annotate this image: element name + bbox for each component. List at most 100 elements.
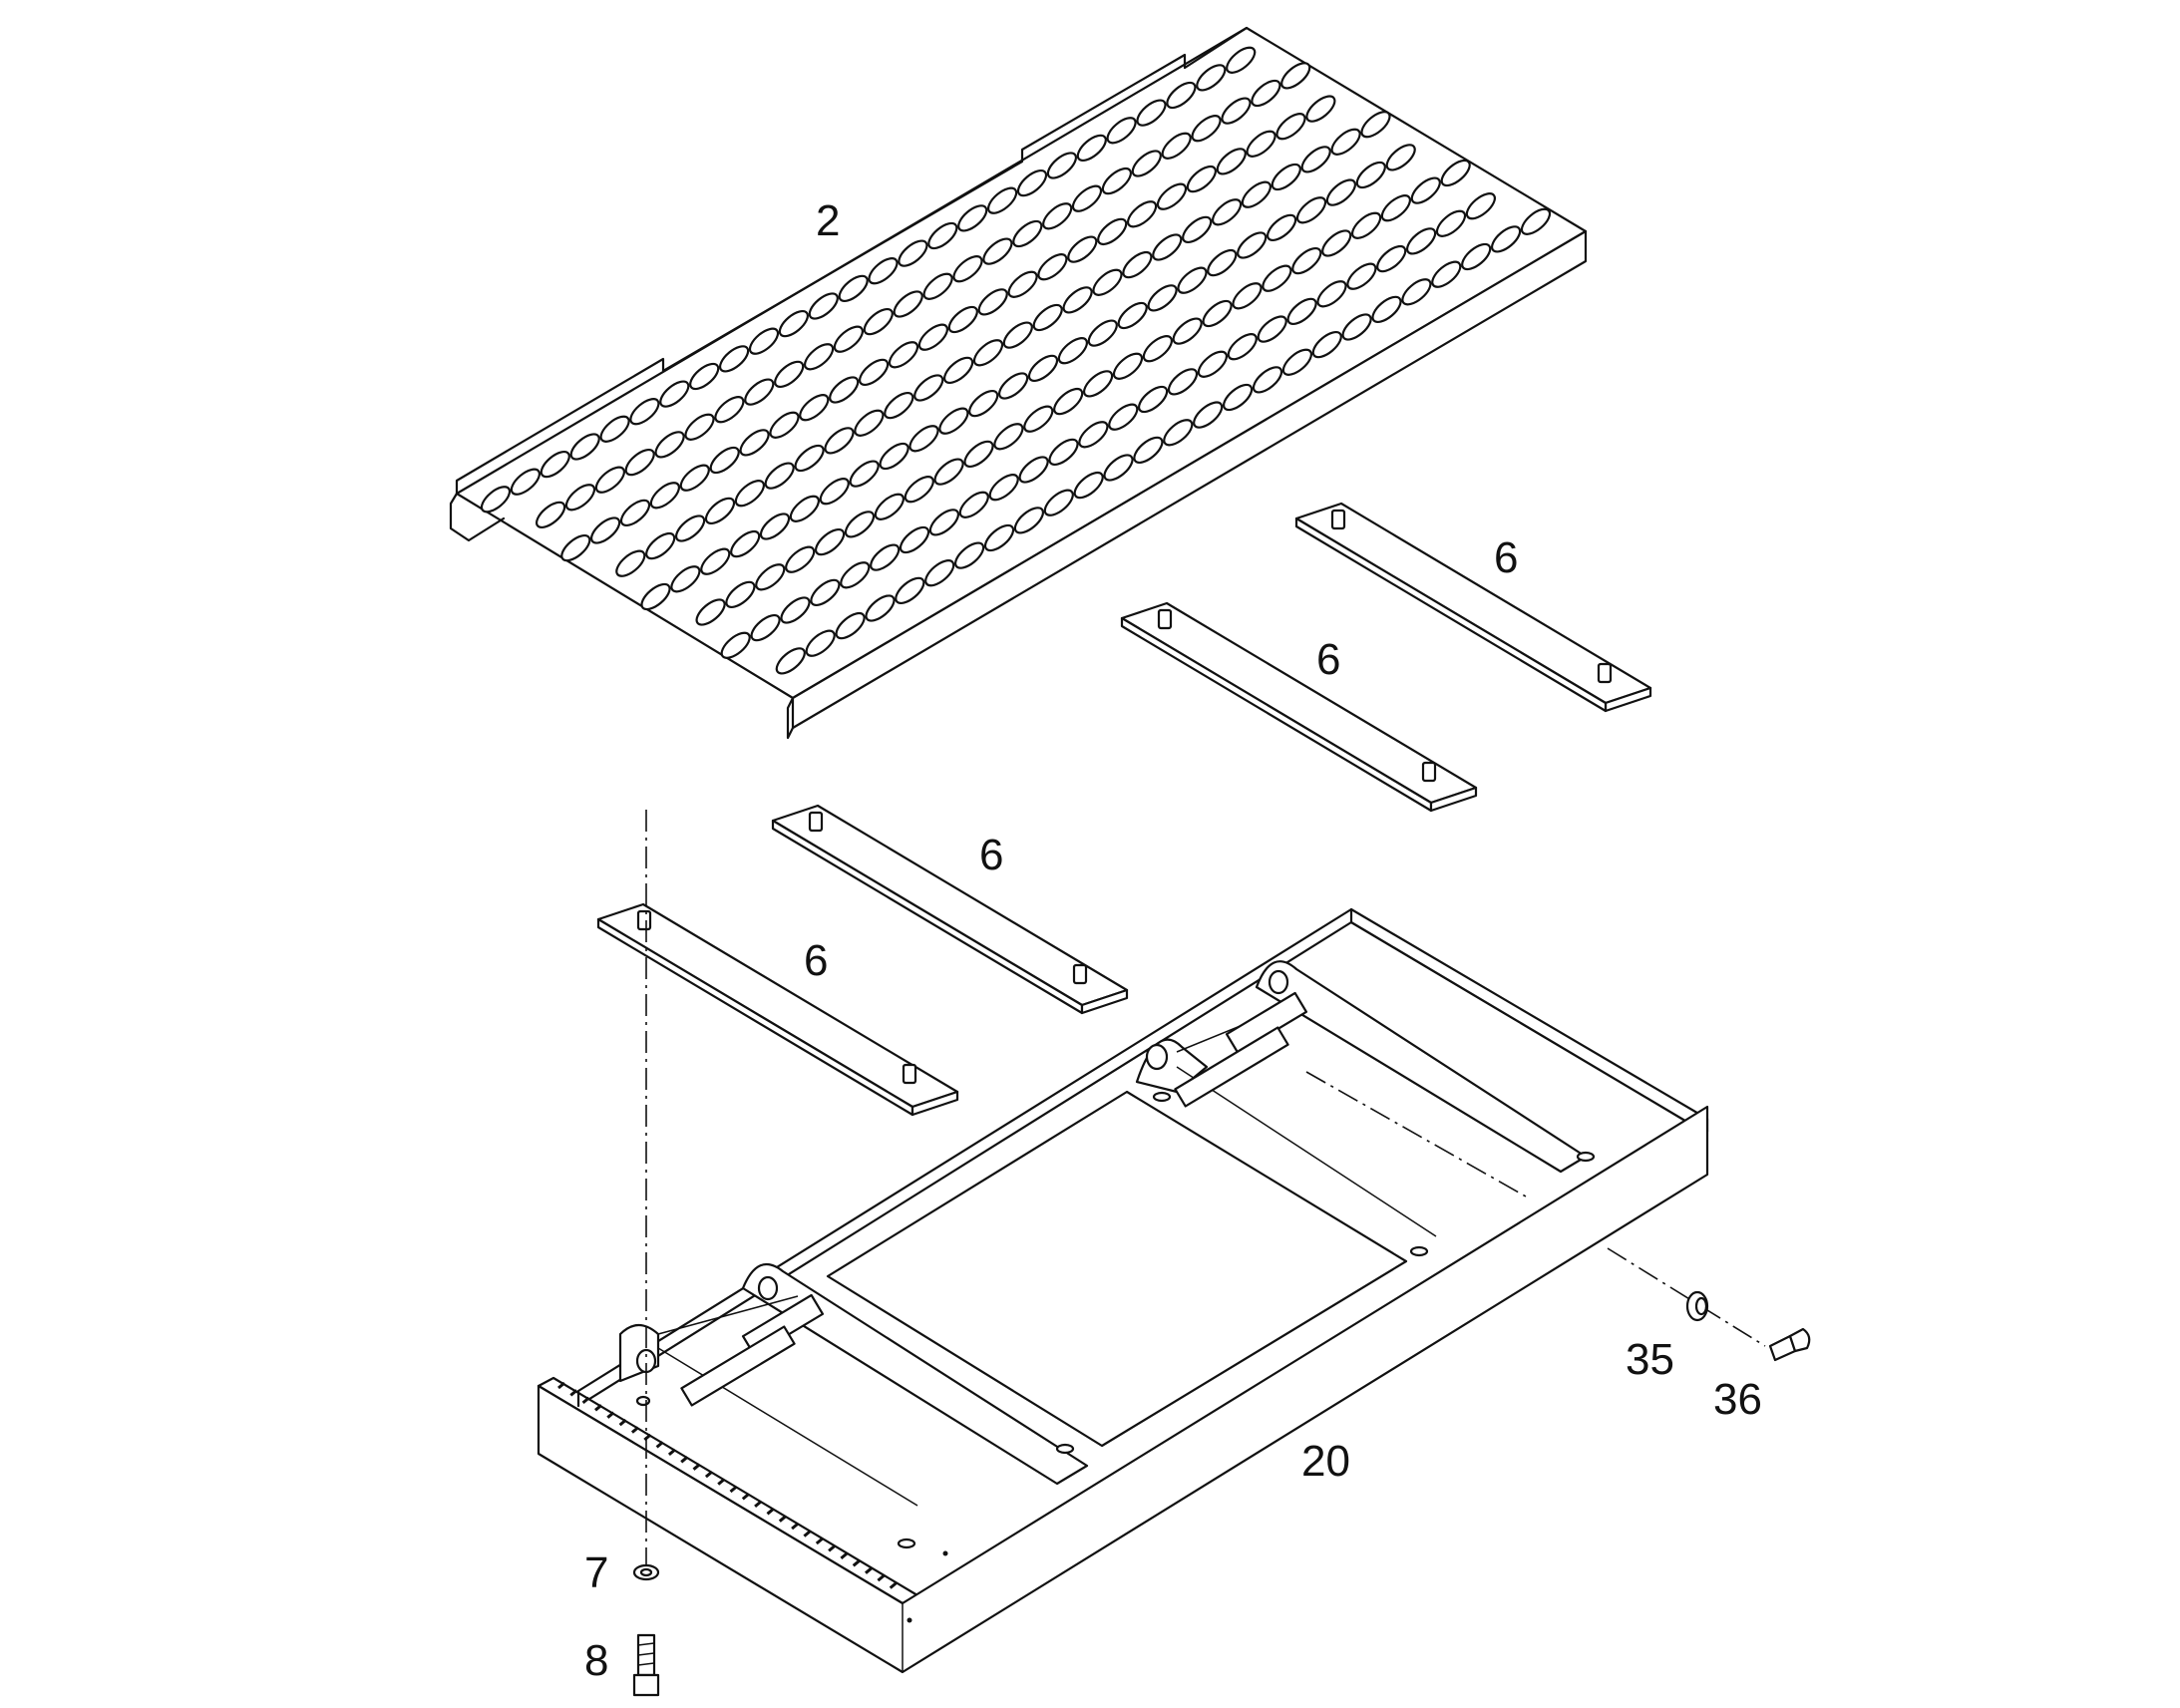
slot-icon	[1409, 1245, 1429, 1257]
perforation-hole	[928, 509, 960, 536]
perforation-hole	[972, 339, 1004, 367]
perforation-hole	[1197, 350, 1229, 378]
perforation-hole	[1073, 471, 1104, 500]
perforation-hole	[986, 186, 1018, 214]
perforation-hole	[1133, 436, 1164, 465]
serration-tooth	[594, 1404, 602, 1412]
bolt-axis-right	[1607, 1247, 1766, 1347]
perforation-hole	[1401, 278, 1432, 306]
perforation-hole	[1300, 146, 1331, 173]
perforation-hole	[1202, 299, 1233, 328]
stud-icon	[1157, 608, 1173, 630]
perforation-hole	[1461, 242, 1492, 271]
perforation-hole	[674, 514, 706, 542]
serration-tooth	[828, 1544, 837, 1552]
perforation-hole	[833, 325, 865, 353]
stud-icon	[1597, 662, 1613, 684]
label-washer-right: 35	[1626, 1335, 1674, 1384]
serration-tooth	[852, 1559, 861, 1567]
serration-tooth	[803, 1530, 812, 1537]
perforation-hole	[1101, 167, 1133, 195]
serration-tooth	[667, 1448, 676, 1457]
step-frame	[537, 907, 1709, 1674]
perforation-hole	[1007, 270, 1038, 298]
serration-tooth	[741, 1493, 750, 1501]
perforation-hole	[1350, 211, 1382, 239]
perforation-hole	[1431, 260, 1462, 288]
perforation-hole	[1002, 321, 1033, 349]
label-bolt-right: 36	[1713, 1375, 1762, 1424]
perforation-hole	[997, 372, 1029, 400]
perforation-hole	[1142, 335, 1174, 363]
perforation-hole	[888, 341, 919, 369]
perforation-hole	[1037, 253, 1068, 281]
perforation-hole	[988, 474, 1019, 502]
perforation-hole	[755, 563, 786, 591]
perforation-hole	[700, 547, 731, 575]
perforation-hole	[1112, 352, 1144, 380]
perforation-hole	[769, 411, 800, 439]
perforation-hole	[759, 512, 791, 540]
perforation-hole	[764, 462, 795, 490]
perforation-hole	[1196, 64, 1227, 92]
perforation-hole	[1465, 192, 1497, 220]
perforation-hole	[1043, 489, 1074, 516]
perforation-hole	[1087, 319, 1118, 347]
perforation-hole	[1222, 383, 1254, 412]
strip-top-right	[1294, 502, 1652, 713]
serration-tooth	[557, 1381, 565, 1390]
perforation-hole	[983, 523, 1015, 552]
serration-tooth	[618, 1418, 627, 1427]
perforation-hole	[599, 415, 630, 443]
perforation-hole	[982, 237, 1013, 265]
perforation-hole	[1321, 229, 1352, 257]
perforation-hole	[829, 376, 860, 404]
perforation-hole	[854, 409, 885, 437]
perforation-hole	[1360, 111, 1391, 139]
frame-serrated-edge	[557, 1381, 898, 1589]
perforation-hole	[629, 398, 660, 426]
grating-perforations	[480, 46, 1552, 675]
perforation-hole	[1117, 301, 1148, 330]
bolt-right	[1768, 1327, 1811, 1362]
perforation-hole	[1281, 348, 1313, 376]
perforation-hole	[963, 440, 994, 469]
serration-tooth	[729, 1485, 738, 1494]
right-bracket	[1135, 960, 1588, 1237]
perforation-hole	[560, 533, 591, 562]
serration-tooth	[766, 1508, 775, 1516]
perforation-hole	[775, 647, 806, 675]
perforation-hole	[1013, 507, 1045, 534]
perforation-hole	[535, 501, 566, 529]
perforation-hole	[1262, 264, 1292, 292]
perforation-hole	[1163, 419, 1194, 447]
perforation-hole	[1257, 315, 1287, 343]
frame-cross-plate	[826, 1090, 1408, 1448]
perforation-hole	[1152, 233, 1183, 261]
left-bracket	[618, 1262, 1089, 1507]
slot-icon	[1055, 1443, 1075, 1455]
frame-back-wall-edge	[576, 907, 1353, 1408]
perforation-hole	[794, 444, 825, 473]
slot-icon	[1152, 1091, 1172, 1103]
perforation-hole	[1355, 161, 1386, 189]
perforation-hole	[1166, 81, 1197, 110]
perforation-hole	[1097, 217, 1128, 246]
perforation-hole	[868, 257, 899, 285]
perforation-hole	[1520, 207, 1552, 235]
strip-mid-right	[1120, 601, 1478, 813]
perforation-hole	[1012, 219, 1043, 248]
perforation-hole	[1027, 354, 1059, 383]
serration-tooth	[815, 1537, 824, 1545]
perforation-hole	[824, 427, 855, 455]
bolt-left	[632, 1633, 660, 1697]
perforation-hole	[679, 464, 710, 492]
perforation-hole	[1207, 248, 1238, 277]
perforation-hole	[1237, 231, 1268, 259]
perforation-hole	[720, 631, 751, 659]
perforation-hole	[908, 425, 939, 453]
perforation-hole	[1122, 250, 1153, 279]
washer-left	[632, 1563, 660, 1581]
serration-tooth	[630, 1426, 639, 1434]
